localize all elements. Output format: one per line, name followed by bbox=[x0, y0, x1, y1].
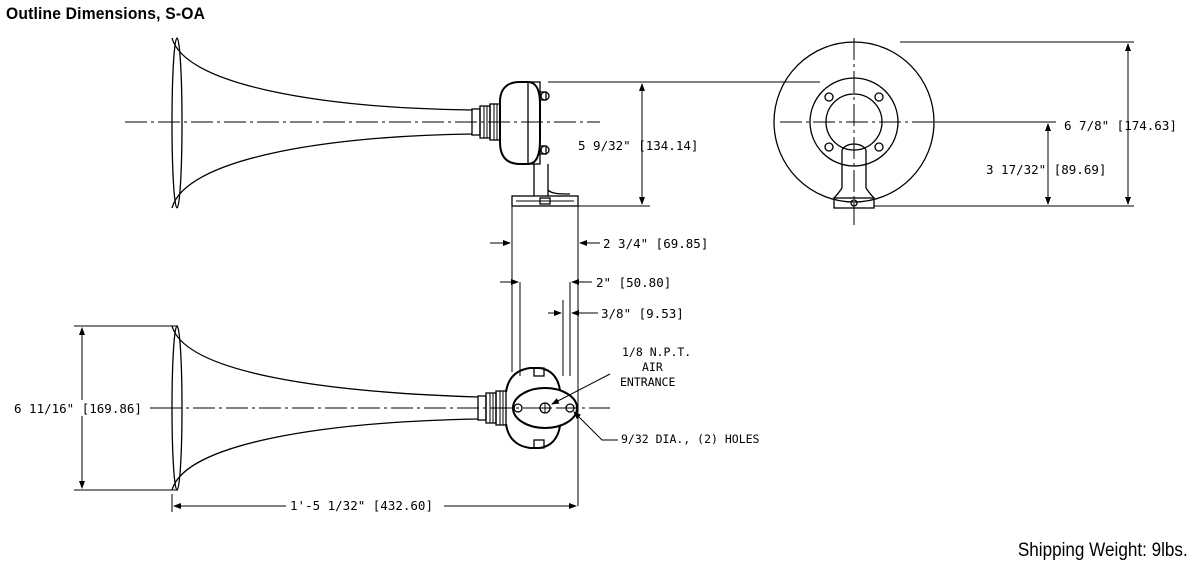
shipping-weight: Shipping Weight: 9lbs. bbox=[1018, 540, 1188, 561]
dim-bell-dia-side: 6 11/16" [169.86] bbox=[14, 401, 142, 416]
dim-bell-outer-dia: 6 7/8" [174.63] bbox=[1064, 118, 1177, 133]
dim-hole-spacing: 2" [50.80] bbox=[596, 275, 671, 290]
page-title: Outline Dimensions, S-OA bbox=[6, 4, 206, 23]
bottom-plan-view bbox=[160, 325, 610, 491]
note-holes: 9/32 DIA., (2) HOLES bbox=[621, 432, 760, 446]
dim-base-width: 2 3/4" [69.85] bbox=[603, 236, 708, 251]
middle-dimensions bbox=[490, 206, 600, 506]
top-side-view bbox=[125, 37, 600, 209]
note-air-entrance-1: 1/8 N.P.T. bbox=[622, 345, 691, 359]
dim-mount-height: 5 9/32" [134.14] bbox=[578, 138, 698, 153]
note-air-entrance-2: AIR bbox=[642, 360, 663, 374]
note-air-entrance-3: ENTRANCE bbox=[620, 375, 675, 389]
dim-overall-length: 1'-5 1/32" [432.60] bbox=[290, 498, 433, 513]
dim-hole-offset: 3/8" [9.53] bbox=[601, 306, 684, 321]
top-dimensions bbox=[548, 41, 1134, 207]
top-end-view bbox=[773, 38, 935, 228]
bottom-dimensions bbox=[74, 325, 618, 512]
dim-center-height: 3 17/32" [89.69] bbox=[986, 162, 1106, 177]
